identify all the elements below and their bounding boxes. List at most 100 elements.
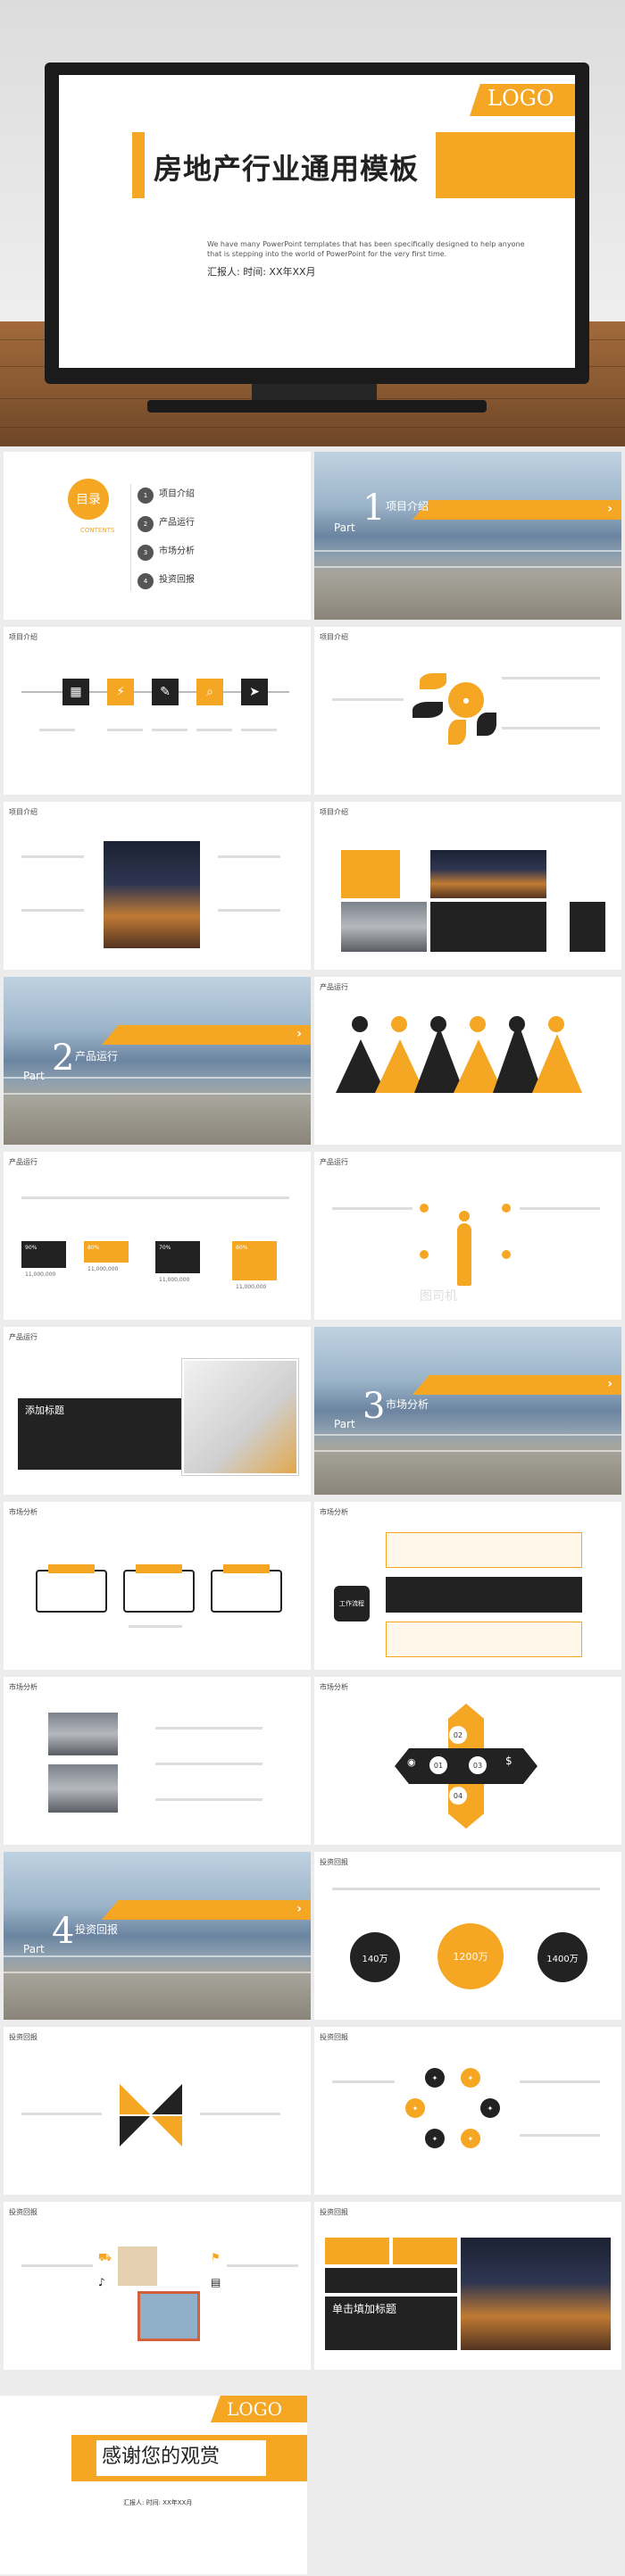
panel-title: 添加标题: [25, 1405, 64, 1416]
thanks-title-box: [96, 2440, 266, 2476]
slide-invest-stars: 投资回报 ✦ ✦ ✦ ✦ ✦ ✦: [314, 2027, 621, 2195]
slide-title: 市场分析: [9, 1683, 38, 1691]
placeholder-line: [520, 2080, 600, 2083]
hill-shape: [336, 1039, 386, 1093]
slide-market-flow: 市场分析 工作流程: [314, 1502, 621, 1670]
thanks-title: 感谢您的观赏: [102, 2446, 221, 2468]
placeholder-line: [218, 909, 280, 912]
city-photo: [430, 850, 546, 898]
slide-title: 投资回报: [320, 1858, 348, 1866]
cross-segment: [152, 2084, 182, 2114]
cover-hero: LOGO 房地产行业通用模板 We have many PowerPoint t…: [0, 0, 625, 446]
wave: [4, 1077, 311, 1079]
value-bar: [84, 1241, 129, 1263]
slide-title: 产品运行: [320, 1158, 348, 1166]
slide-title: 项目介绍: [9, 808, 38, 816]
slide-product-hills: 产品运行: [314, 977, 621, 1145]
framed-photo: [138, 2291, 200, 2341]
watermark: 图司机: [420, 1289, 457, 1304]
info-card: [211, 1570, 282, 1613]
cart-icon: ⛟: [98, 2251, 112, 2263]
music-icon: ♪: [98, 2276, 105, 2288]
pin-marker: [470, 1016, 486, 1032]
dark-block: [570, 902, 605, 952]
logo-bar: [470, 84, 575, 116]
part-title: 项目介绍: [386, 500, 429, 513]
chevron-right-icon: ›: [296, 1027, 302, 1041]
pin-marker: [430, 1016, 446, 1032]
slide-part-4: › 4 Part 投资回报: [4, 1852, 311, 2020]
part-label: Part: [23, 1943, 45, 1955]
dollar-icon: $: [505, 1755, 512, 1767]
slide-title: 项目介绍: [9, 633, 38, 641]
slide-title: 投资回报: [9, 2208, 38, 2216]
dark-tile: [325, 2297, 457, 2350]
title-box: [145, 129, 436, 202]
cover-reporter: 汇报人: 时间: XX年XX月: [207, 266, 316, 278]
dark-block: [430, 902, 546, 952]
slide-part-3: › 3 Part 市场分析: [314, 1327, 621, 1495]
placeholder-line: [218, 855, 280, 858]
slide-project-icons: 项目介绍 ▦ ⚡ ✎ ⌕ ➤: [4, 627, 311, 795]
part-label: Part: [334, 1418, 355, 1430]
work-flow-node: 工作流程: [334, 1586, 370, 1621]
pin-marker: [548, 1016, 564, 1032]
cover-screen: LOGO 房地产行业通用模板 We have many PowerPoint t…: [59, 75, 575, 368]
wave: [4, 1955, 311, 1957]
bar-percent: 60%: [236, 1245, 248, 1251]
calendar-icon: ▦: [62, 679, 89, 705]
star-node: ✦: [480, 2098, 500, 2118]
thanks-logo: LOGO: [227, 2398, 283, 2420]
city-night-photo: [104, 841, 200, 948]
placeholder-line: [39, 729, 75, 731]
placeholder-line: [155, 1763, 262, 1765]
skyline-photo: [461, 2238, 611, 2350]
slide-invest-circles: 投资回报 140万 1200万 1400万: [314, 1852, 621, 2020]
step-number: 04: [448, 1786, 468, 1805]
wave: [4, 1093, 311, 1095]
info-card: [123, 1570, 195, 1613]
slide-title: 投资回报: [320, 2208, 348, 2216]
slide-market-cards: 市场分析: [4, 1502, 311, 1670]
chevron-right-icon: ›: [607, 502, 612, 516]
star-node: ✦: [461, 2129, 480, 2148]
placeholder-line: [502, 677, 600, 679]
slide-title: 市场分析: [320, 1683, 348, 1691]
slide-toc: 目录 CONTENTS 1 项目介绍 2 产品运行 3 市场分析 4 投资回报: [4, 452, 311, 620]
slide-product-bars: 产品运行 90% 11,000,000 80% 11,000,000 70% 1…: [4, 1152, 311, 1320]
slide-part-2: › 2 Part 产品运行: [4, 977, 311, 1145]
toc-item[interactable]: 项目介绍: [159, 489, 195, 499]
slide-market-steps: 市场分析 02 01 03 04 ◉ $: [314, 1677, 621, 1845]
petal-center: ●: [448, 682, 484, 718]
wave: [314, 566, 621, 568]
value-bar: [21, 1241, 66, 1268]
slide-title: 投资回报: [320, 2033, 348, 2041]
chart-icon: ▤: [211, 2276, 221, 2288]
pin-marker: [509, 1016, 525, 1032]
bar-number: 11,000,000: [88, 1266, 119, 1272]
placeholder-line: [152, 729, 188, 731]
toc-num: 3: [138, 545, 154, 561]
placeholder-line: [502, 727, 600, 729]
person-figure: [457, 1223, 471, 1286]
slide-project-grid: 项目介绍: [314, 802, 621, 970]
orange-block: [341, 850, 400, 898]
toc-item[interactable]: 市场分析: [159, 546, 195, 556]
placeholder-line: [107, 729, 143, 731]
toc-item[interactable]: 投资回报: [159, 575, 195, 585]
hill-shape: [414, 1027, 464, 1093]
street-photo: [48, 1764, 118, 1813]
part-title: 投资回报: [75, 1923, 119, 1936]
value-bar: [155, 1241, 200, 1273]
toc-heading-en: CONTENTS: [80, 527, 115, 534]
star-node: ✦: [425, 2068, 445, 2088]
monitor-stand: [252, 384, 377, 402]
cover-logo: LOGO: [488, 86, 554, 111]
cross-segment: [152, 2116, 182, 2147]
part-ribbon: ›: [102, 1900, 311, 1920]
slide-title: 产品运行: [9, 1333, 38, 1341]
pin-marker: [391, 1016, 407, 1032]
star-node: ✦: [461, 2068, 480, 2088]
toc-item[interactable]: 产品运行: [159, 518, 195, 528]
cover-title: 房地产行业通用模板: [154, 152, 420, 186]
